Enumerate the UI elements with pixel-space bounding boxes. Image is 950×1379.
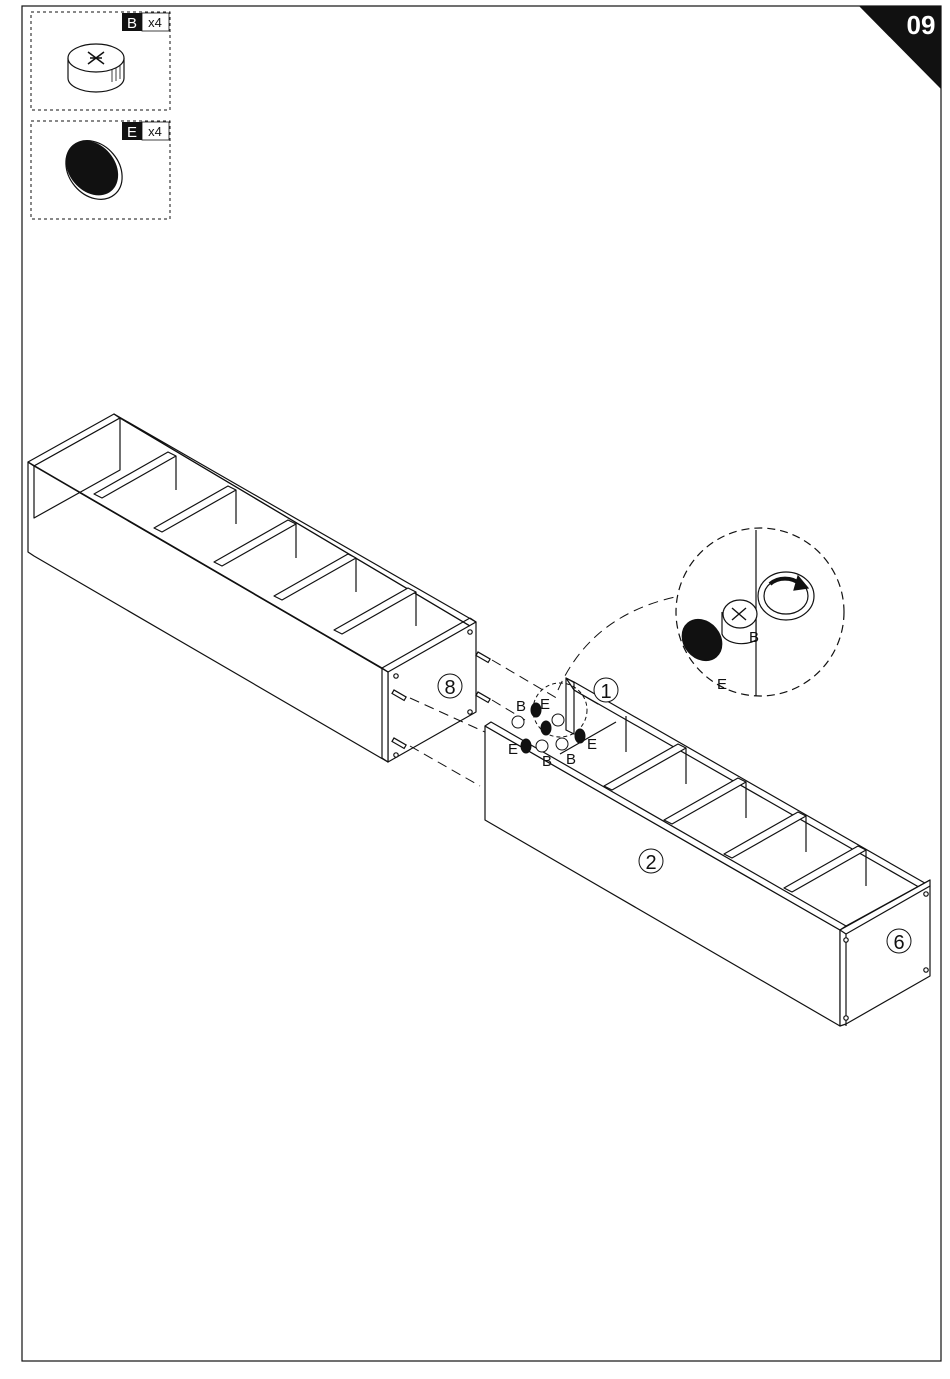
step-number: 09 [907, 10, 936, 40]
left-shelf-unit [28, 414, 476, 762]
part-e-qty: x4 [148, 124, 162, 139]
cam-lock-icon [68, 44, 124, 92]
detail-callout-e: E [717, 676, 727, 693]
cover-cap-icon [521, 739, 531, 753]
callout-b-1: B [516, 698, 526, 715]
panel-label-2: 2 [645, 852, 656, 874]
panel-label-6: 6 [893, 932, 904, 954]
callout-e-2: E [508, 741, 518, 758]
detail-callout-b: B [749, 629, 759, 646]
part-box-b: B x4 [31, 12, 170, 110]
callout-b-2: B [542, 753, 552, 770]
callout-e-3: E [587, 736, 597, 753]
callout-e-1: E [540, 696, 550, 713]
cam-lock-icon [556, 738, 568, 750]
callout-b-3: B [566, 751, 576, 768]
cam-lock-icon [536, 740, 548, 752]
cover-cap-icon [54, 129, 133, 210]
cam-lock-icon [552, 714, 564, 726]
part-b-qty: x4 [148, 15, 162, 30]
right-shelf-unit [485, 678, 930, 1026]
panel-label-8: 8 [444, 677, 455, 699]
step-badge: 09 [860, 6, 941, 88]
detail-callout [674, 528, 844, 696]
cam-lock-icon [512, 716, 524, 728]
panel-label-1: 1 [600, 681, 611, 703]
part-b-letter: B [127, 15, 137, 32]
part-box-e: E x4 [31, 121, 170, 219]
part-e-letter: E [127, 124, 137, 141]
